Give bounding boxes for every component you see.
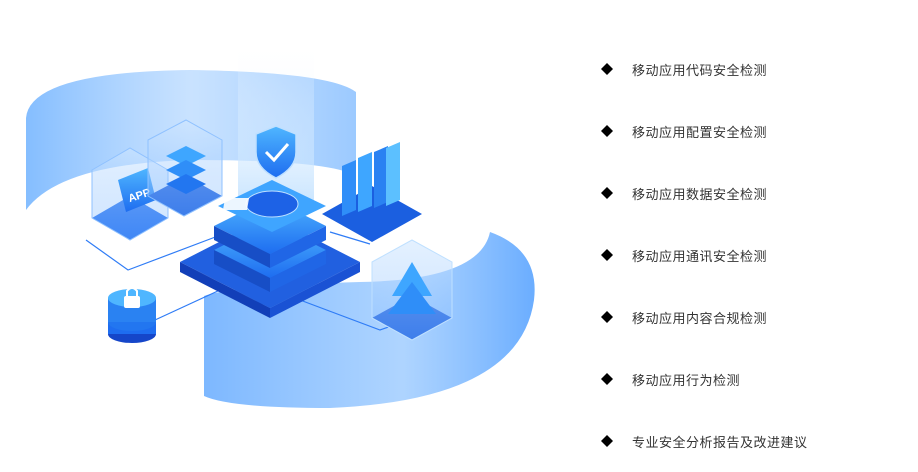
feature-label: 移动应用行为检测 [632, 373, 741, 389]
tree-icon [371, 239, 453, 341]
feature-label: 移动应用通讯安全检测 [632, 249, 768, 265]
feature-label: 移动应用代码安全检测 [632, 63, 768, 79]
central-platform [180, 180, 360, 318]
diamond-bullet-icon [601, 249, 613, 261]
keyboard-icon [245, 190, 299, 218]
server-icon [147, 119, 223, 217]
feature-label: 移动应用内容合规检测 [632, 311, 768, 327]
shield-check-icon [255, 125, 297, 179]
feature-item: 移动应用配置安全检测 [600, 100, 900, 162]
database-icon [108, 287, 156, 343]
diamond-bullet-icon [601, 435, 613, 447]
lock-icon [124, 287, 140, 308]
diamond-bullet-icon [601, 125, 613, 137]
feature-item: 移动应用代码安全检测 [600, 38, 900, 100]
feature-item: 移动应用通讯安全检测 [600, 224, 900, 286]
feature-item: 专业安全分析报告及改进建议 [600, 410, 900, 472]
feature-item: 移动应用数据安全检测 [600, 162, 900, 224]
security-platform-illustration: APP [26, 40, 535, 408]
feature-list: 移动应用代码安全检测移动应用配置安全检测移动应用数据安全检测移动应用通讯安全检测… [600, 38, 900, 472]
diamond-bullet-icon [601, 373, 613, 385]
feature-label: 专业安全分析报告及改进建议 [632, 435, 808, 451]
diamond-bullet-icon [601, 63, 613, 75]
feature-item: 移动应用行为检测 [600, 348, 900, 410]
feature-label: 移动应用数据安全检测 [632, 187, 768, 203]
feature-label: 移动应用配置安全检测 [632, 125, 768, 141]
diamond-bullet-icon [601, 187, 613, 199]
diamond-bullet-icon [601, 311, 613, 323]
bar-chart-icon [322, 142, 422, 242]
feature-item: 移动应用内容合规检测 [600, 286, 900, 348]
